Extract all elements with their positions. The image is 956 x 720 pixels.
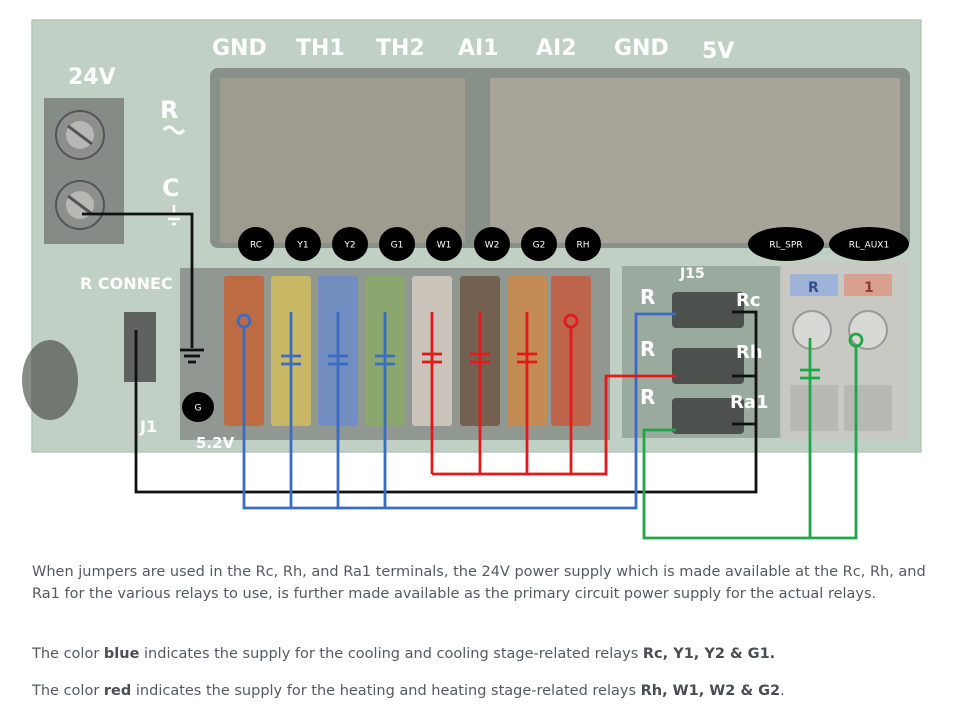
label-r: R xyxy=(160,96,178,124)
rh-terminal-marker xyxy=(563,313,579,329)
tag-w1: W1 xyxy=(426,227,462,261)
label-5-2v: 5.2V xyxy=(196,434,235,452)
label-relay-r-1: R xyxy=(640,285,655,309)
label-rh: Rh xyxy=(736,342,763,363)
tag-rl-aux1: RL_AUX1 xyxy=(829,227,909,261)
label-rc: Rc xyxy=(736,290,761,311)
tag-w2-label: W2 xyxy=(485,241,500,251)
tag-g2-shape xyxy=(521,227,557,261)
label-r-connect: R CONNEC xyxy=(80,274,173,293)
tag-g1-shape xyxy=(379,227,415,261)
common-wire-bottom xyxy=(134,310,758,494)
tag-rl-aux1-label: RL_AUX1 xyxy=(849,241,889,251)
tag-g2-label: G2 xyxy=(533,241,546,251)
tag-y1-label: Y1 xyxy=(296,241,308,251)
label-24v: 24V xyxy=(68,65,116,90)
tag-w2-shape xyxy=(474,227,510,261)
tag-g: G xyxy=(182,392,214,422)
p3-emph-red: red xyxy=(103,683,132,699)
aux-wire xyxy=(642,346,858,540)
tag-rh-label: RH xyxy=(576,241,589,251)
p3-emph-relays: Rh, W1, W2 & G2 xyxy=(640,683,781,699)
p2-text-c: indicates the supply for the cooling and… xyxy=(139,646,643,662)
wires xyxy=(82,212,864,540)
paragraph-jumpers: When jumpers are used in the Rc, Rh, and… xyxy=(32,561,932,605)
tag-g2: G2 xyxy=(521,227,557,261)
aux-terminal-marker xyxy=(848,332,864,348)
label-j15: J15 xyxy=(679,266,705,282)
label-relay-r-2: R xyxy=(640,337,655,361)
paragraph-blue: The color blue indicates the supply for … xyxy=(32,643,932,665)
label-ai2: AI2 xyxy=(536,36,577,61)
silkscreen: GND TH1 TH2 AI1 AI2 GND 5V 24V R C R CON… xyxy=(68,36,874,452)
label-th1: TH1 xyxy=(296,36,345,61)
rc-terminal-marker xyxy=(236,313,252,329)
p2-emph-blue: blue xyxy=(103,646,140,662)
label-5v: 5V xyxy=(702,39,734,64)
label-ra1: Ra1 xyxy=(730,392,769,413)
cooling-bus xyxy=(242,312,676,510)
tag-y2-shape xyxy=(332,227,368,261)
label-gnd-2: GND xyxy=(614,36,669,61)
label-aux-r: R xyxy=(808,280,819,296)
label-gnd-1: GND xyxy=(212,36,267,61)
tilde-icon xyxy=(162,125,186,135)
tag-rl-spr-label: RL_SPR xyxy=(769,241,802,251)
p2-text-a: The color xyxy=(32,646,104,662)
paragraph-jumpers-text: When jumpers are used in the Rc, Rh, and… xyxy=(32,564,926,602)
p3-text-a: The color xyxy=(32,683,104,699)
tag-g1-label: G1 xyxy=(391,241,404,251)
tag-g-shape xyxy=(182,392,214,422)
p3-text-c: indicates the supply for the heating and… xyxy=(131,683,641,699)
tag-rc-shape xyxy=(238,227,274,261)
tag-w1-shape xyxy=(426,227,462,261)
tag-rl-aux1-shape xyxy=(829,227,909,261)
label-aux-one: 1 xyxy=(864,280,874,296)
board-photo xyxy=(22,19,922,453)
label-c: C xyxy=(162,174,180,202)
tag-w1-label: W1 xyxy=(437,241,452,251)
tag-rl-spr: RL_SPR xyxy=(748,227,824,261)
wiring-diagram: GND TH1 TH2 AI1 AI2 GND 5V 24V R C R CON… xyxy=(22,19,922,540)
paragraph-red: The color red indicates the supply for t… xyxy=(32,680,932,702)
common-wire-top xyxy=(82,212,194,348)
p2-emph-relays: Rc, Y1, Y2 & G1. xyxy=(642,646,776,662)
tag-y2-label: Y2 xyxy=(343,241,355,251)
tag-rh: RH xyxy=(565,227,601,261)
label-j1: J1 xyxy=(139,417,157,436)
tag-g-label: G xyxy=(195,404,202,414)
label-ai1: AI1 xyxy=(458,36,499,61)
tag-rc: RC xyxy=(238,227,274,261)
heating-bus xyxy=(569,328,676,476)
j1-jumper xyxy=(124,312,156,382)
tag-rh-shape xyxy=(565,227,601,261)
tag-y1-shape xyxy=(285,227,321,261)
label-relay-r-3: R xyxy=(640,385,655,409)
label-th2: TH2 xyxy=(376,36,425,61)
p3-text-e: . xyxy=(780,683,785,699)
tag-g1: G1 xyxy=(379,227,415,261)
tag-rc-label: RC xyxy=(250,241,262,251)
tag-rl-spr-shape xyxy=(748,227,824,261)
tag-y2: Y2 xyxy=(332,227,368,261)
tag-y1: Y1 xyxy=(285,227,321,261)
tag-w2: W2 xyxy=(474,227,510,261)
